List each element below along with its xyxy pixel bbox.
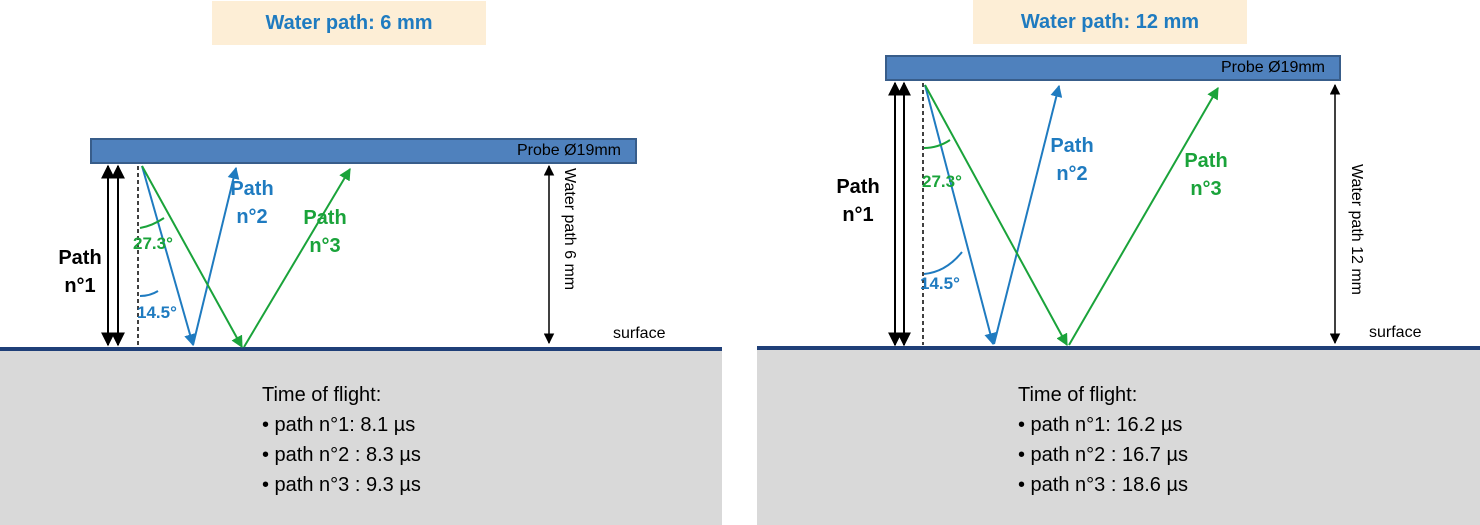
panel1-title-text: Water path: 6 mm — [265, 11, 433, 34]
panel2-title: Water path: 12 mm — [973, 0, 1247, 44]
panel1-path3-label-line1: Path — [303, 207, 347, 229]
panel1-probe-label: Probe Ø19mm — [516, 142, 621, 159]
panel1-title: Water path: 6 mm — [212, 1, 486, 45]
panel2-probe-label: Probe Ø19mm — [1220, 59, 1325, 76]
panel1-path2-down — [141, 165, 196, 347]
panel1-path1-label: Path n°1 — [50, 244, 110, 300]
panel2-tof-item-3: • path n°3 : 18.6 µs — [1018, 474, 1188, 496]
panel2-time-of-flight: Time of flight: • path n°1: 16.2 µs • pa… — [1018, 380, 1188, 500]
panel2-angle-arc-blue — [923, 251, 963, 275]
panel1-tof-item-2: • path n°2 : 8.3 µs — [262, 444, 421, 466]
panel1-angle-arc-blue — [139, 290, 159, 297]
panel2-title-text: Water path: 12 mm — [1020, 10, 1200, 33]
panel2-path3-label: Path n°3 — [1174, 147, 1238, 203]
panel2-path1-label-line2: n°1 — [842, 204, 874, 226]
panel1-path2-label-line1: Path — [230, 178, 274, 200]
panel1-arrows — [101, 164, 555, 349]
panel1-material-block — [0, 350, 722, 525]
panel2-arrows — [888, 81, 1341, 347]
panel1-surface-line — [0, 347, 722, 351]
panel2-angle-green-label: 27.3° — [922, 172, 962, 191]
panel1-surface-label: surface — [613, 325, 666, 342]
panel1-tof-item-3: • path n°3 : 9.3 µs — [262, 474, 421, 496]
panel2-path1-label: Path n°1 — [828, 173, 888, 229]
panel1-path3-up — [243, 167, 351, 348]
panel1-angle-blue-label: 14.5° — [137, 303, 177, 322]
panel1-tof-item-1: • path n°1: 8.1 µs — [262, 414, 416, 436]
panel1-path3-label-line2: n°3 — [309, 235, 341, 257]
panel2-path2-down — [924, 84, 997, 346]
panel1-angle-green-label: 27.3° — [133, 234, 173, 253]
panel2-surface-label: surface — [1369, 324, 1422, 341]
panel1-path3-label: Path n°3 — [293, 204, 357, 260]
panel2-path2-label: Path n°2 — [1040, 132, 1104, 188]
panel1-path2-label-line2: n°2 — [236, 206, 268, 228]
panel2-angle-blue-label: 14.5° — [920, 274, 960, 293]
panel1-path3-down — [141, 165, 243, 349]
panel1-time-of-flight: Time of flight: • path n°1: 8.1 µs • pat… — [262, 380, 421, 500]
panel2-probe: Probe Ø19mm — [885, 55, 1341, 81]
panel2-tof-title: Time of flight: — [1018, 384, 1138, 406]
panel2-path3-up — [1068, 86, 1219, 346]
panel1-water-path-label: Water path 6 mm — [561, 168, 578, 291]
panel1-tof-title: Time of flight: — [262, 384, 382, 406]
panel2-path2-up — [993, 84, 1063, 345]
panel2-angle-arc-green — [923, 139, 951, 149]
panel1-path1-label-line2: n°1 — [64, 275, 96, 297]
panel1-probe: Probe Ø19mm — [90, 138, 637, 164]
panel2-path1-label-line1: Path — [836, 176, 880, 198]
panel2-path3-down — [924, 84, 1068, 347]
panel2-water-path-label: Water path 12 mm — [1348, 164, 1365, 296]
panel2-path3-label-line2: n°3 — [1190, 178, 1222, 200]
panel2-path2-label-line2: n°2 — [1056, 163, 1088, 185]
panel2-path2-label-line1: Path — [1050, 135, 1094, 157]
panel2-surface-line — [757, 346, 1480, 350]
panel1-path2-label: Path n°2 — [220, 175, 284, 231]
panel1-angle-arc-green — [139, 217, 165, 229]
panel1-path2-up — [192, 166, 240, 346]
panel2-path3-label-line1: Path — [1184, 150, 1228, 172]
panel2-material-block — [757, 349, 1480, 525]
panel2-tof-item-1: • path n°1: 16.2 µs — [1018, 414, 1183, 436]
panel2-tof-item-2: • path n°2 : 16.7 µs — [1018, 444, 1188, 466]
panel1-path1-label-line1: Path — [58, 247, 102, 269]
